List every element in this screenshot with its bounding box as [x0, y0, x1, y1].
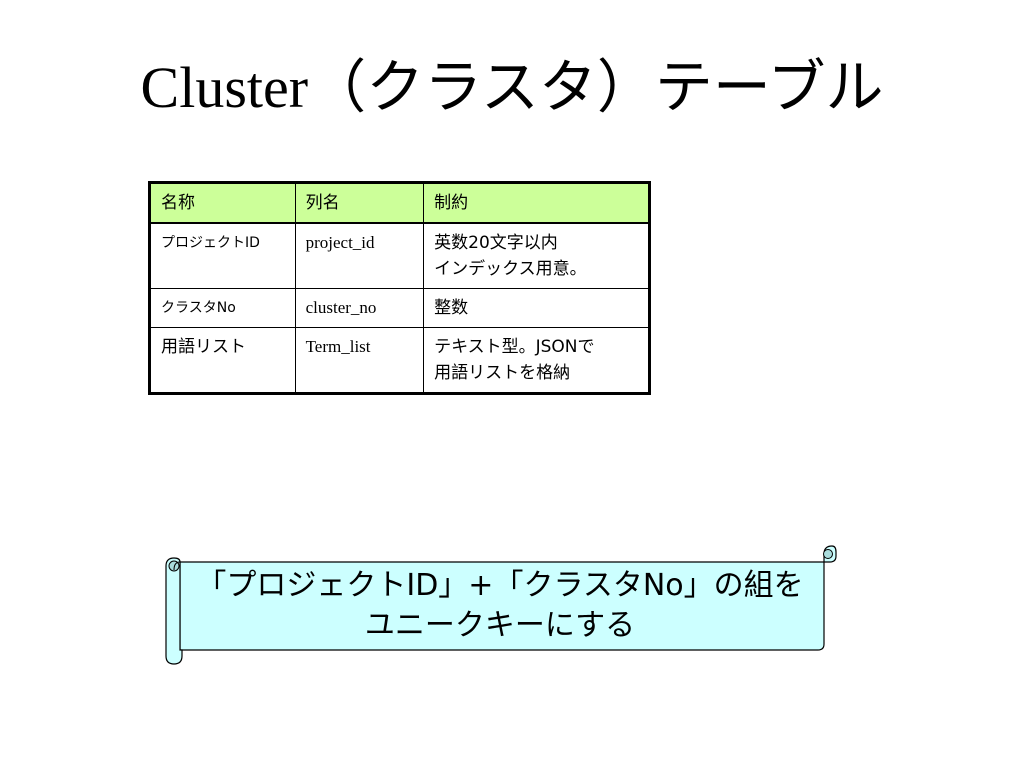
cell-name: プロジェクトID: [149, 222, 296, 289]
constraint-line: インデックス用意。: [434, 259, 587, 279]
constraint-line: 整数: [434, 298, 469, 318]
constraint-line: 用語リストを格納: [434, 363, 571, 383]
cell-name: 用語リスト: [149, 327, 296, 394]
cell-column: Term_list: [294, 327, 425, 394]
table-row: 用語リスト Term_list テキスト型。JSONで 用語リストを格納: [149, 327, 650, 394]
scroll-callout: 「プロジェクトID」+「クラスタNo」の組を ユニークキーにする: [160, 542, 840, 670]
header-name: 名称: [149, 182, 296, 224]
cell-constraint: 整数: [423, 288, 650, 328]
header-column: 列名: [294, 182, 425, 224]
constraint-line: テキスト型。JSONで: [434, 337, 595, 357]
scroll-shape: [165, 545, 837, 665]
schema-table: 名称 列名 制約 プロジェクトID project_id 英数20文字以内 イン…: [148, 181, 651, 395]
table-header-row: 名称 列名 制約: [149, 182, 650, 224]
cell-column: cluster_no: [294, 288, 425, 328]
scroll-line: ユニークキーにする: [364, 608, 636, 643]
cell-constraint: テキスト型。JSONで 用語リストを格納: [423, 327, 650, 394]
constraint-line: 英数20文字以内: [434, 233, 558, 253]
scroll-text: 「プロジェクトID」+「クラスタNo」の組を ユニークキーにする: [180, 566, 820, 646]
table-row: クラスタNo cluster_no 整数: [149, 288, 650, 328]
cell-constraint: 英数20文字以内 インデックス用意。: [423, 222, 650, 289]
table-row: プロジェクトID project_id 英数20文字以内 インデックス用意。: [149, 222, 650, 289]
header-constraint: 制約: [423, 182, 650, 224]
cell-name: クラスタNo: [149, 288, 296, 328]
cell-column: project_id: [294, 222, 425, 289]
slide-title: Cluster（クラスタ）テーブル: [140, 55, 884, 120]
scroll-line: 「プロジェクトID」+「クラスタNo」の組を: [196, 568, 804, 603]
